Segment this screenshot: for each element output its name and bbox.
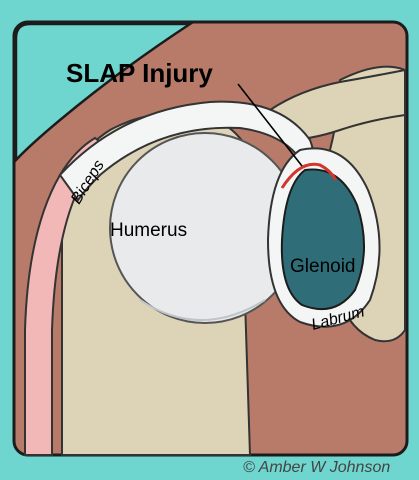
diagram-title: SLAP Injury (66, 58, 213, 88)
glenoid-label: Glenoid (290, 256, 356, 277)
copyright-credit: © Amber W Johnson (243, 459, 390, 476)
humerus-label: Humerus (110, 220, 187, 241)
